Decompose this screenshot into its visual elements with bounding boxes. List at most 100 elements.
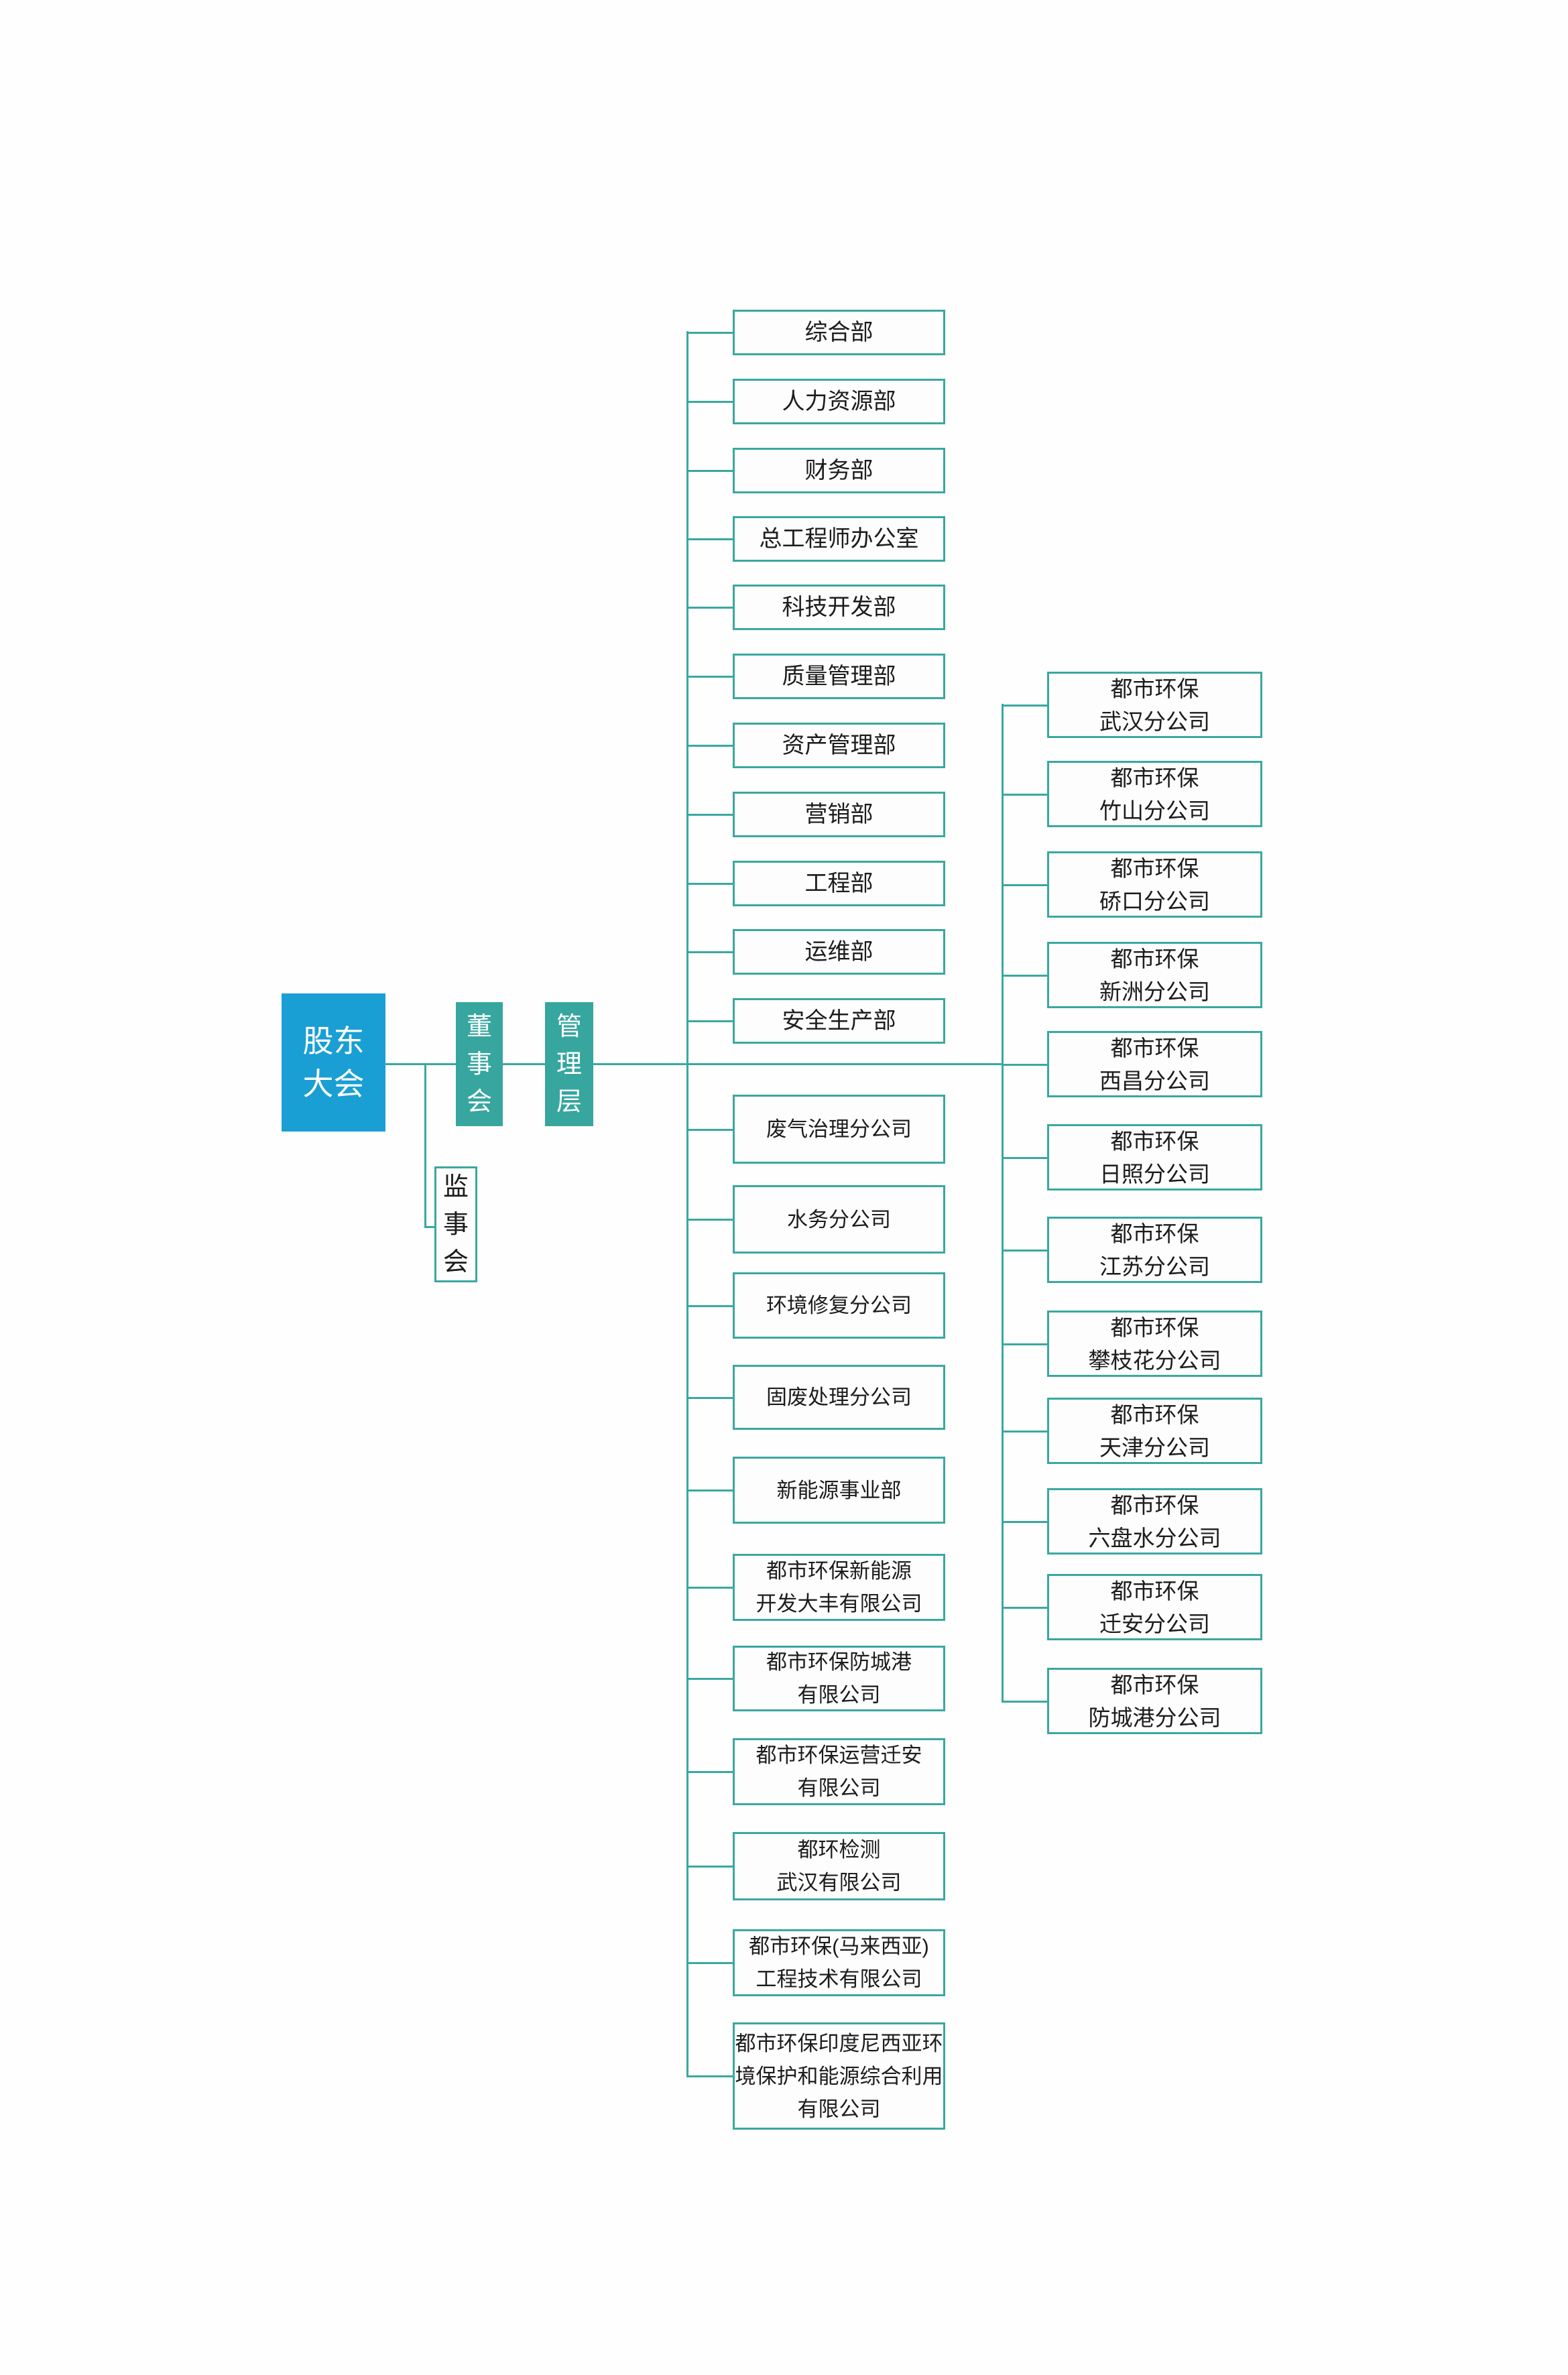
middle-trunk-line — [686, 331, 688, 2077]
branch-stub-line — [1002, 1700, 1047, 1703]
board-of-directors-label: 董事会 — [466, 1012, 492, 1116]
shareholders-meeting-label: 股东大会 — [302, 1024, 365, 1101]
department-stub-line — [686, 883, 733, 885]
department-box-label: 营销部 — [804, 802, 873, 827]
branch-stub-line — [1002, 1156, 1047, 1159]
department-box: 总工程师办公室 — [733, 516, 945, 562]
subsidiary-box: 固废处理分公司 — [733, 1365, 945, 1430]
subsidiary-box-label: 有限公司 — [797, 1683, 881, 1707]
department-stub-line — [686, 814, 733, 816]
branch-box-label: 都市环保 — [1110, 1402, 1199, 1427]
board-of-directors-box: 董事会 — [456, 1002, 503, 1126]
branch-stub-line — [1002, 1343, 1047, 1345]
branch-box-label: 日照分公司 — [1099, 1161, 1210, 1186]
subsidiary-box-label: 都市环保运营迁安 — [756, 1744, 922, 1767]
subsidiary-stub-line — [686, 1128, 733, 1131]
department-box: 营销部 — [733, 792, 945, 837]
subsidiary-box-label: 开发大丰有限公司 — [756, 1592, 922, 1616]
subsidiary-stub-line — [686, 2075, 733, 2077]
branch-box-label: 都市环保 — [1110, 1035, 1199, 1060]
subsidiary-box: 新能源事业部 — [733, 1457, 945, 1524]
department-stub-line — [686, 332, 733, 334]
branch-stub-line — [1002, 704, 1047, 707]
department-stub-line — [686, 745, 733, 747]
subsidiary-stub-line — [686, 1678, 733, 1680]
subsidiary-box-label: 都市环保(马来西亚) — [749, 1935, 929, 1958]
subsidiary-box: 都市环保(马来西亚) 工程技术有限公司 — [733, 1929, 945, 1996]
branch-box: 都市环保江苏分公司 — [1047, 1217, 1262, 1283]
branch-stub-line — [1002, 974, 1047, 977]
connector-supervisory-horizontal — [424, 1226, 436, 1228]
subsidiary-box-label: 新能源事业部 — [776, 1478, 902, 1502]
department-box-label: 综合部 — [804, 320, 873, 345]
subsidiary-box: 都市环保运营迁安有限公司 — [733, 1738, 945, 1805]
branch-box-label: 都市环保 — [1110, 855, 1199, 881]
department-box: 综合部 — [733, 310, 945, 355]
subsidiary-box: 都环检测武汉有限公司 — [733, 1832, 945, 1900]
department-box: 资产管理部 — [733, 723, 945, 768]
branch-box: 都市环保天津分公司 — [1047, 1398, 1262, 1464]
branch-stub-line — [1002, 1430, 1047, 1433]
subsidiary-box-label: 都环检测 — [797, 1838, 881, 1862]
branch-box: 都市环保新洲分公司 — [1047, 942, 1262, 1008]
department-box: 安全生产部 — [733, 998, 945, 1044]
branch-stub-line — [1002, 1063, 1047, 1066]
branch-box: 都市环保迁安分公司 — [1047, 1574, 1262, 1640]
subsidiary-stub-line — [686, 1489, 733, 1491]
branch-stub-line — [1002, 884, 1047, 886]
department-stub-line — [686, 607, 733, 609]
branch-box-label: 都市环保 — [1110, 676, 1199, 701]
branch-box-label: 都市环保 — [1110, 1672, 1199, 1697]
subsidiary-box-label: 有限公司 — [797, 1776, 881, 1800]
supervisory-board-box: 监事会 — [434, 1166, 477, 1282]
connector-shareholders-to-board — [383, 1063, 457, 1065]
connector-supervisory-vertical — [424, 1063, 426, 1228]
department-stub-line — [686, 676, 733, 678]
branch-stub-line — [1002, 1606, 1047, 1609]
branch-box-label: 江苏分公司 — [1099, 1254, 1210, 1279]
branch-box-label: 都市环保 — [1110, 1315, 1199, 1340]
subsidiary-stub-line — [686, 1396, 733, 1399]
management-label: 管理层 — [556, 1012, 582, 1116]
subsidiary-box-label: 境保护和能源综合利用 — [735, 2064, 943, 2088]
branch-box-label: 天津分公司 — [1099, 1435, 1210, 1460]
department-stub-line — [686, 538, 733, 540]
branch-box-label: 武汉分公司 — [1099, 709, 1210, 734]
subsidiary-stub-line — [686, 1962, 733, 1964]
branch-box-label: 都市环保 — [1110, 1492, 1199, 1518]
subsidiary-box-label: 环境修复分公司 — [766, 1294, 912, 1317]
branch-box: 都市环保武汉分公司 — [1047, 672, 1262, 738]
branch-box-label: 都市环保 — [1110, 1578, 1199, 1603]
subsidiary-stub-line — [686, 1304, 733, 1307]
subsidiary-box-label: 废气治理分公司 — [766, 1117, 912, 1141]
department-box-label: 科技开发部 — [782, 595, 896, 620]
branch-box: 都市环保西昌分公司 — [1047, 1031, 1262, 1097]
subsidiary-box: 环境修复分公司 — [733, 1272, 945, 1339]
subsidiary-box: 水务分公司 — [733, 1185, 945, 1254]
branch-box: 都市环保日照分公司 — [1047, 1124, 1262, 1191]
subsidiary-box: 都市环保新能源开发大丰有限公司 — [733, 1554, 945, 1621]
subsidiary-stub-line — [686, 1219, 733, 1221]
branch-stub-line — [1002, 1249, 1047, 1252]
subsidiary-box-label: 水务分公司 — [787, 1207, 891, 1231]
connector-management-to-trunks — [593, 1063, 1004, 1065]
subsidiary-box-label: 武汉有限公司 — [776, 1871, 902, 1894]
branch-box: 都市环保防城港分公司 — [1047, 1668, 1262, 1734]
subsidiary-box: 都市环保印度尼西亚环境保护和能源综合利用有限公司 — [733, 2022, 945, 2130]
connector-board-to-management — [503, 1063, 545, 1065]
subsidiary-box-label: 固废处理分公司 — [766, 1386, 912, 1409]
branch-box-label: 迁安分公司 — [1099, 1611, 1210, 1636]
subsidiary-box-label: 工程技术有限公司 — [756, 1967, 922, 1991]
branch-box-label: 都市环保 — [1110, 946, 1199, 971]
subsidiary-box-label: 有限公司 — [797, 2097, 881, 2121]
branch-box-label: 西昌分公司 — [1099, 1068, 1210, 1093]
branch-box-label: 攀枝花分公司 — [1088, 1347, 1221, 1373]
department-box-label: 运维部 — [804, 939, 873, 965]
branch-box: 都市环保攀枝花分公司 — [1047, 1311, 1262, 1377]
department-box-label: 安全生产部 — [782, 1008, 896, 1034]
department-box: 财务部 — [733, 448, 945, 493]
department-box-label: 资产管理部 — [782, 733, 896, 758]
shareholders-meeting-box: 股东大会 — [282, 993, 385, 1132]
department-box: 工程部 — [733, 861, 945, 906]
branch-box-label: 硚口分公司 — [1099, 888, 1210, 914]
